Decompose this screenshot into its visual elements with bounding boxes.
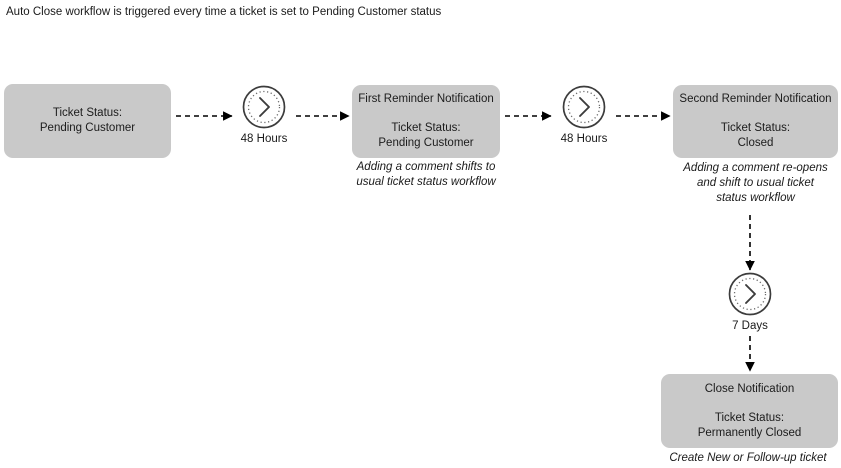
node-pending-customer[interactable]: Ticket Status: Pending Customer — [4, 84, 171, 158]
node-title: Second Reminder Notification — [679, 93, 832, 105]
clock-icon — [728, 272, 772, 316]
clock-icon — [242, 85, 286, 129]
timer-label: 7 Days — [732, 320, 768, 332]
node-status-text: Ticket Status: Pending Customer — [378, 122, 474, 149]
diagram-headline: Auto Close workflow is triggered every t… — [6, 6, 442, 18]
node-first-reminder[interactable]: First Reminder Notification Ticket Statu… — [352, 85, 500, 158]
timer-label: 48 Hours — [560, 133, 608, 145]
caption-close-notification: Create New or Follow-up ticket — [669, 452, 827, 464]
caption-second-reminder: Adding a comment re-opens and shift to u… — [683, 162, 828, 204]
node-title: Close Notification — [704, 382, 795, 395]
node-status-text: Ticket Status: Permanently Closed — [697, 411, 802, 439]
node-status-text: Ticket Status: Pending Customer — [39, 107, 136, 134]
clock-icon — [562, 85, 606, 129]
timer-label: 48 Hours — [240, 133, 288, 145]
timer-48-hours-1: 48 Hours — [238, 84, 290, 146]
node-title: First Reminder Notification — [358, 93, 494, 105]
node-second-reminder[interactable]: Second Reminder Notification Ticket Stat… — [673, 85, 838, 158]
timer-7-days: 7 Days — [724, 271, 776, 333]
caption-first-reminder: Adding a comment shifts to usual ticket … — [356, 161, 496, 188]
node-status-text: Ticket Status: Closed — [720, 122, 791, 149]
timer-48-hours-2: 48 Hours — [558, 84, 610, 146]
node-close-notification[interactable]: Close Notification Ticket Status: Perman… — [661, 374, 838, 448]
